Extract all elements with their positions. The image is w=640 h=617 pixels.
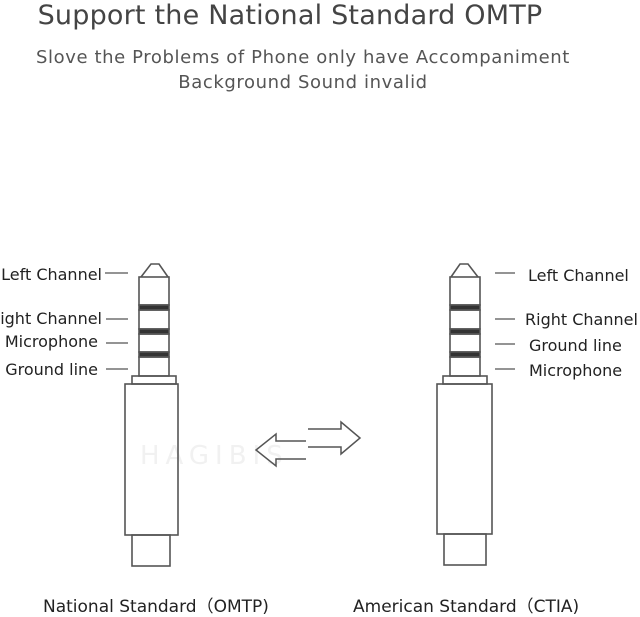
omtp-label-left-channel: Left Channel	[1, 265, 102, 284]
omtp-collar	[131, 375, 177, 385]
ctia-segment-3	[449, 333, 481, 353]
page-title: Support the National Standard OMTP	[37, 0, 543, 31]
omtp-segment-1	[138, 276, 170, 306]
omtp-segment-4	[138, 356, 170, 377]
watermark: HAGIBIS	[140, 441, 289, 471]
subtitle-line-1: Slove the Problems of Phone only have Ac…	[36, 47, 570, 68]
ctia-label-left-channel: Left Channel	[528, 266, 629, 285]
ctia-segment-1	[449, 276, 481, 306]
omtp-segment-2	[138, 309, 170, 330]
ctia-caption: American Standard（CTIA)	[353, 597, 580, 617]
ctia-label-ground-line: Ground line	[529, 336, 622, 355]
omtp-label-right-channel: ight Channel	[0, 309, 102, 328]
ctia-label-microphone: Microphone	[529, 361, 623, 380]
ctia-leader-lines	[495, 272, 515, 370]
omtp-label-ground-line: Ground line	[5, 360, 98, 379]
ctia-tip	[450, 263, 479, 278]
ctia-collar	[442, 375, 488, 385]
subtitle-line-2: Background Sound invalid	[178, 72, 428, 93]
ctia-label-right-channel: Right Channel	[525, 310, 638, 329]
omtp-leader-lines	[105, 272, 128, 370]
omtp-label-microphone: Microphone	[4, 332, 98, 351]
omtp-body	[124, 383, 179, 536]
omtp-caption: National Standard（OMTP)	[43, 597, 269, 617]
exchange-arrows-icon	[254, 420, 362, 468]
omtp-plug	[124, 263, 179, 567]
ctia-segment-4	[449, 356, 481, 377]
omtp-tip	[140, 263, 169, 278]
ctia-boot	[443, 533, 487, 566]
ctia-body	[436, 383, 493, 535]
omtp-boot	[131, 534, 171, 567]
ctia-segment-2	[449, 309, 481, 330]
ctia-plug	[436, 263, 493, 566]
omtp-segment-3	[138, 333, 170, 353]
